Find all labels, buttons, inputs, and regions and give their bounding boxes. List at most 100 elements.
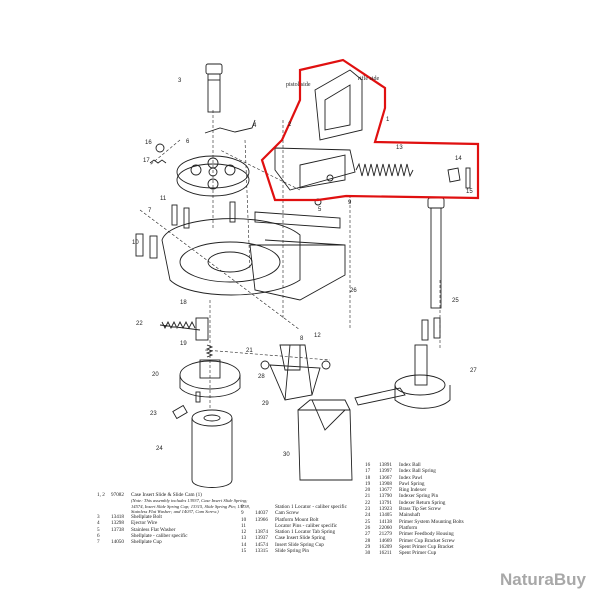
parts-code: 13667 [379,474,392,481]
parts-description: Mainshaft [399,512,421,519]
parts-code: 13298 [111,520,124,527]
parts-number: 21 [365,493,371,500]
callout-24: 24 [156,446,163,452]
parts-number: 30 [365,550,371,557]
callout-1: 1 [386,117,390,123]
callout-18: 18 [180,300,187,306]
parts-code: 13677 [379,487,392,494]
parts-code: 14050 [111,539,124,546]
shellplate [176,155,250,197]
parts-row: 20 13677 Ring Indexer [365,487,515,493]
parts-description: Station 1 Locator Tab Spring [275,529,336,536]
parts-description: Locator Pins - caliber specific [275,522,338,529]
parts-code: 14574 [255,541,268,548]
parts-code: 14138 [379,518,392,525]
parts-description: Shellplate Cup [131,539,162,546]
callout-20: 20 [152,372,159,378]
callout-11: 11 [160,196,167,202]
callout-22: 22 [136,321,143,327]
parts-code: 13315 [255,548,268,555]
primer-feedbody-housing [354,344,451,409]
parts-code: 13966 [255,516,268,523]
insert-slide-spring-cup [447,167,461,183]
parts-row: 9 14037 Cam Screw [241,510,359,516]
index-ball-spring [149,159,167,164]
spent-primer-cup-bracket [269,344,321,401]
callout-5: 5 [318,207,322,213]
parts-row: 10 13966 Platform Mount Bolt [241,517,359,523]
shellplate-bolt [205,63,223,113]
parts-code: 16209 [379,543,392,550]
parts-code: 13418 [111,513,124,520]
parts-number: 17 [365,468,371,475]
parts-code: 13908 [379,480,392,487]
parts-description: Indexer Spring Pin [399,493,439,500]
parts-description: Cam Screw [275,510,300,517]
parts-number: 28 [365,537,371,544]
indexer-spring-pin [195,391,201,403]
parts-description: Ring Indexer [399,487,427,494]
parts-code: 13874 [255,529,268,536]
parts-description: Station 1 Locator - caliber specific [275,504,347,510]
parts-number: 14 [241,541,247,548]
parts-code: 13405 [379,512,392,519]
callout-29: 29 [262,401,269,407]
parts-description: Brass Tip Set Screw [399,506,441,513]
callout-4: 4 [253,123,257,129]
parts-number: 10 [241,516,247,523]
parts-description: Index Ball [399,462,421,468]
parts-row: (Note: This assembly includes 13937, Cas… [131,498,250,514]
parts-number: 23 [365,506,371,513]
parts-description: Case Insert Slide & Slide Cam (1) [131,492,202,498]
case-insert-slide-spring [355,162,414,178]
callout-27: 27 [470,368,477,374]
slide-spring-pin [465,167,471,189]
callout-30: 30 [283,452,290,458]
parts-number: 13 [241,535,247,542]
rifle-side-label: rifle side [358,75,379,82]
callout-21: 21 [246,348,253,354]
parts-code: 97082 [111,492,124,498]
index-pawl [195,317,209,341]
parts-number: 18 [365,474,371,481]
callout-13: 13 [396,145,403,151]
brass-tip-set-screw [172,404,188,420]
callout-7: 7 [148,208,152,214]
callout-19: 19 [180,341,187,347]
parts-description: Indexer Return Spring [399,499,446,506]
parts-description: Primer Cup Bracket Screw [399,537,455,544]
ejector-wire [204,119,256,134]
parts-code: 16211 [379,550,392,557]
parts-number: 9 [241,510,244,517]
pawl-spring [205,344,214,358]
platform-mount-bolts [135,233,158,259]
parts-number: 24 [365,512,371,519]
parts-description: Spent Primer Cup [399,550,437,557]
parts-code: 13997 [379,468,392,475]
spent-primer-cup [297,399,353,481]
callout-16: 16 [145,140,152,146]
callout-3: 3 [178,78,182,84]
ring-indexer [179,359,241,398]
assembly-guide-lines [139,110,441,410]
pistol-side-label: pistol side [286,82,311,88]
parts-description: Platform Mount Bolt [275,516,319,523]
parts-number: 20 [365,487,371,494]
parts-code: 14037 [255,510,268,517]
